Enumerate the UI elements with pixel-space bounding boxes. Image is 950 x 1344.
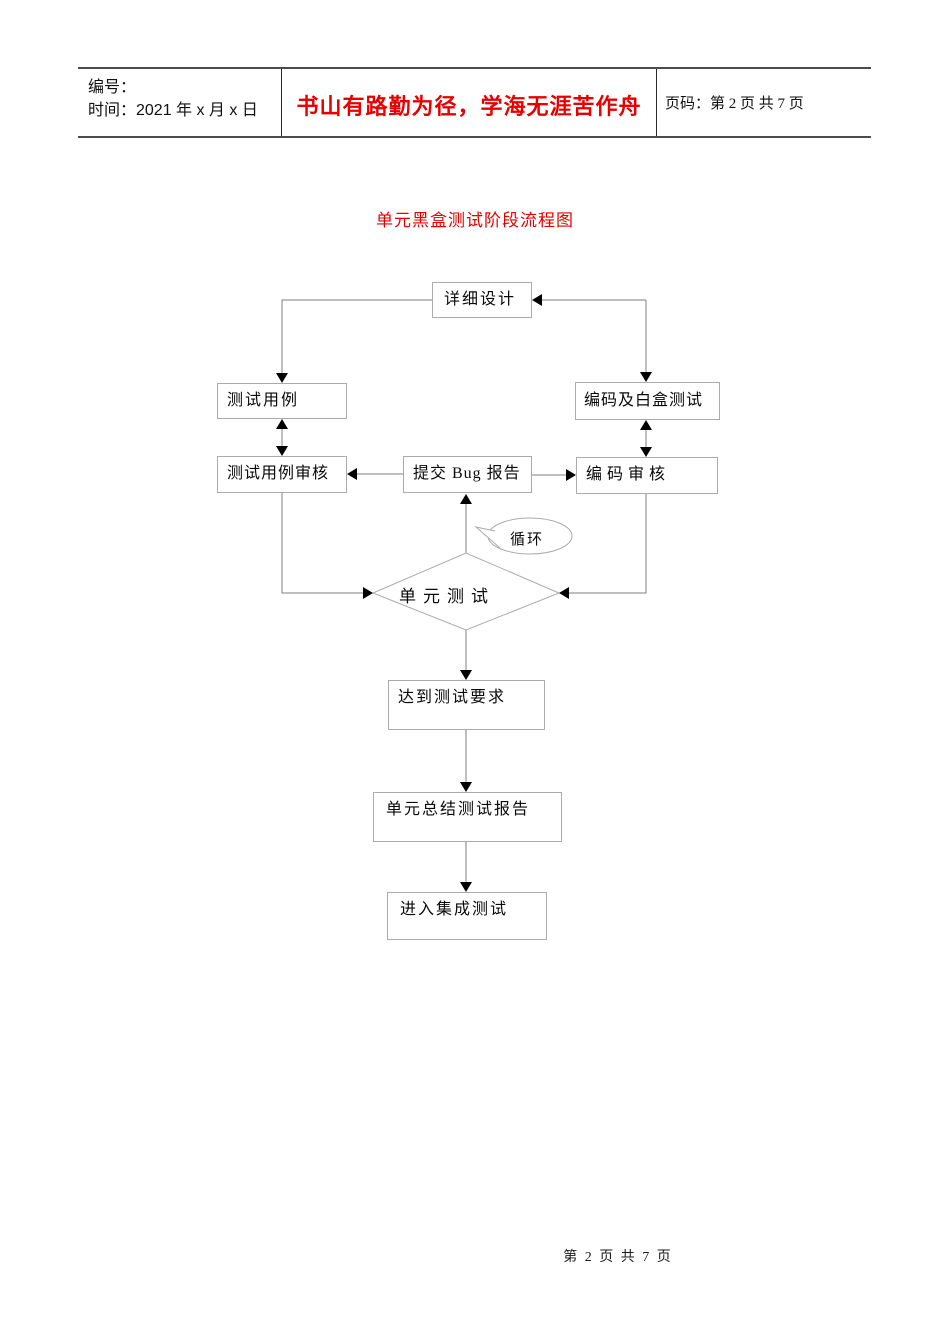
flow-node-enter-integration: 进入集成测试 xyxy=(387,892,547,940)
arrow-into-integration xyxy=(460,882,472,892)
arrow-up-test-case xyxy=(276,419,288,429)
arrow-into-test-case xyxy=(276,373,288,383)
arrow-down-code-review xyxy=(640,447,652,457)
arrow-up-coding-whitebox xyxy=(640,420,652,430)
flow-node-coding-whitebox-label: 编码及白盒测试 xyxy=(584,391,704,409)
flow-node-unit-summary-report: 单元总结测试报告 xyxy=(373,792,562,842)
flow-node-code-review-label: 编码审核 xyxy=(586,466,671,484)
header-cell-slogan: 书山有路勤为径，学海无涯苦作舟 xyxy=(281,69,656,136)
footer-page-number: 第 2 页 共 7 页 xyxy=(563,1250,673,1265)
flow-node-submit-bug-report: 提交 Bug 报告 xyxy=(403,456,532,493)
flow-node-test-case-review-label: 测试用例审核 xyxy=(227,465,330,483)
flow-node-unit-summary-report-label: 单元总结测试报告 xyxy=(386,801,531,818)
header-slogan-text: 书山有路勤为径，学海无涯苦作舟 xyxy=(296,93,642,119)
arrow-into-unit-summary xyxy=(460,782,472,792)
arrow-into-test-case-review xyxy=(347,468,357,480)
arrow-into-code-review xyxy=(566,469,576,481)
arrow-up-submit-bug xyxy=(460,494,472,504)
flow-node-test-case-review: 测试用例审核 xyxy=(217,456,347,493)
arrow-into-diamond-left xyxy=(363,587,373,599)
flow-node-detail-design-label: 详细设计 xyxy=(444,290,517,308)
header-table: 编号： 时间：2021 年 x 月 x 日 书山有路勤为径，学海无涯苦作舟 页码… xyxy=(78,67,871,138)
arrow-down-test-case-review xyxy=(276,446,288,456)
arrow-into-detail-design xyxy=(532,294,542,306)
header-number-label: 编号： xyxy=(88,79,137,96)
flow-node-reach-requirement-label: 达到测试要求 xyxy=(398,689,507,706)
arrow-into-coding-whitebox xyxy=(640,372,652,382)
connector-lines xyxy=(281,299,647,882)
header-cell-meta: 编号： 时间：2021 年 x 月 x 日 xyxy=(78,69,281,136)
flow-node-submit-bug-report-label: 提交 Bug 报告 xyxy=(413,465,521,483)
page-title: 单元黑盒测试阶段流程图 xyxy=(376,211,574,230)
arrow-into-diamond-right xyxy=(559,587,569,599)
flow-node-detail-design: 详细设计 xyxy=(432,282,532,318)
header-page-label: 页码：第 2 页 共 7 页 xyxy=(665,96,804,112)
arrow-into-reach-requirement xyxy=(460,670,472,680)
flow-node-test-case: 测试用例 xyxy=(217,383,347,419)
flow-node-test-case-label: 测试用例 xyxy=(227,391,300,409)
arrowheads xyxy=(276,294,652,892)
flow-node-coding-whitebox: 编码及白盒测试 xyxy=(575,382,720,420)
flow-node-code-review: 编码审核 xyxy=(576,457,718,494)
flow-node-enter-integration-label: 进入集成测试 xyxy=(400,901,509,918)
loop-callout-tail xyxy=(474,526,501,549)
loop-callout-label: 循环 xyxy=(509,532,544,548)
header-time-label: 时间：2021 年 x 月 x 日 xyxy=(88,102,258,119)
header-cell-page: 页码：第 2 页 共 7 页 xyxy=(656,69,871,136)
flow-node-reach-requirement: 达到测试要求 xyxy=(388,680,545,730)
flow-node-unit-test-label: 单元测试 xyxy=(399,587,495,606)
